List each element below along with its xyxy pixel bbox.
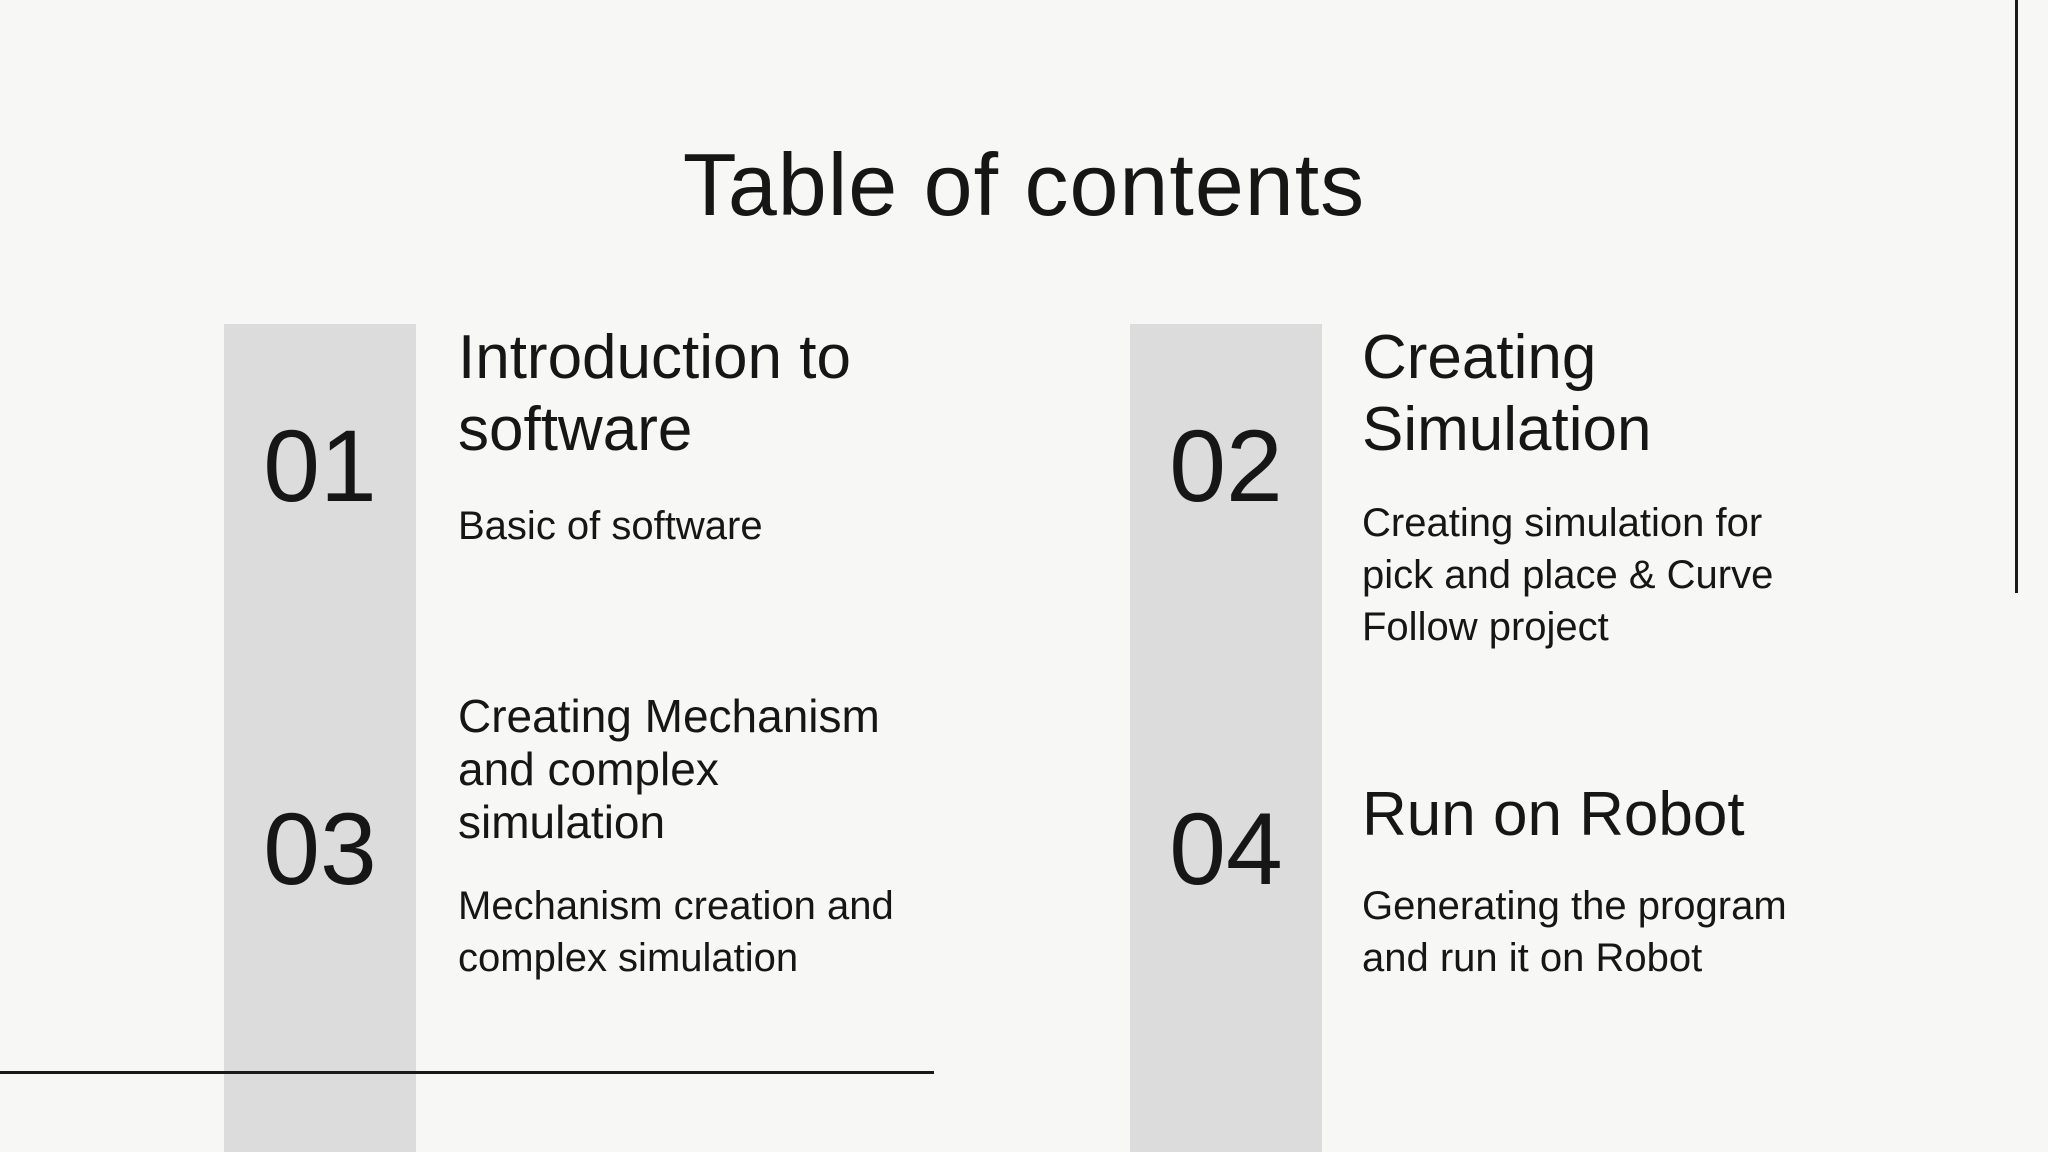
- item-03-number: 03: [263, 792, 377, 906]
- item-01-description: Basic of software: [458, 504, 763, 548]
- item-04-heading: Run on Robot: [1362, 780, 1745, 849]
- number-column-bar-right: [1130, 324, 1322, 1152]
- item-02-description: Creating simulation for pick and place &…: [1362, 501, 1774, 649]
- item-01-heading: Introduction to software: [458, 323, 851, 464]
- divider-line-bottom: [0, 1071, 934, 1074]
- item-04-number: 04: [1169, 792, 1283, 906]
- divider-line-right: [2015, 0, 2018, 593]
- item-02-heading: Creating Simulation: [1362, 323, 1652, 464]
- item-03-heading: Creating Mechanism and complex simulatio…: [458, 690, 880, 848]
- item-03-description: Mechanism creation and complex simulatio…: [458, 884, 894, 980]
- item-01-number: 01: [263, 409, 377, 523]
- item-02-number: 02: [1169, 409, 1283, 523]
- item-04-description: Generating the program and run it on Rob…: [1362, 884, 1787, 980]
- page-title: Table of contents: [682, 135, 1366, 234]
- number-column-bar-left: [224, 324, 416, 1152]
